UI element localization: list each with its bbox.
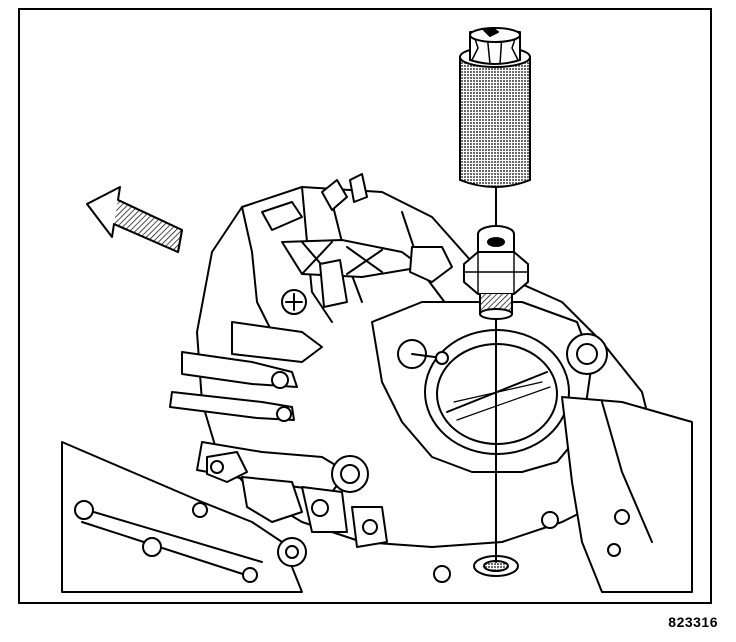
figure-number: 823316 [668, 614, 718, 630]
throttle-linkage [261, 173, 453, 315]
throttle-body [371, 301, 608, 473]
valve-cover [61, 441, 303, 593]
forward-arrow-icon [86, 186, 183, 253]
sensor-port [473, 555, 519, 577]
illustration-frame [18, 8, 712, 604]
engine-illustration [61, 27, 693, 593]
oil-pressure-sensor [463, 225, 529, 320]
sensor-socket-tool [459, 27, 531, 188]
vacuum-hoses [169, 321, 369, 493]
engine-block-right [561, 396, 693, 593]
